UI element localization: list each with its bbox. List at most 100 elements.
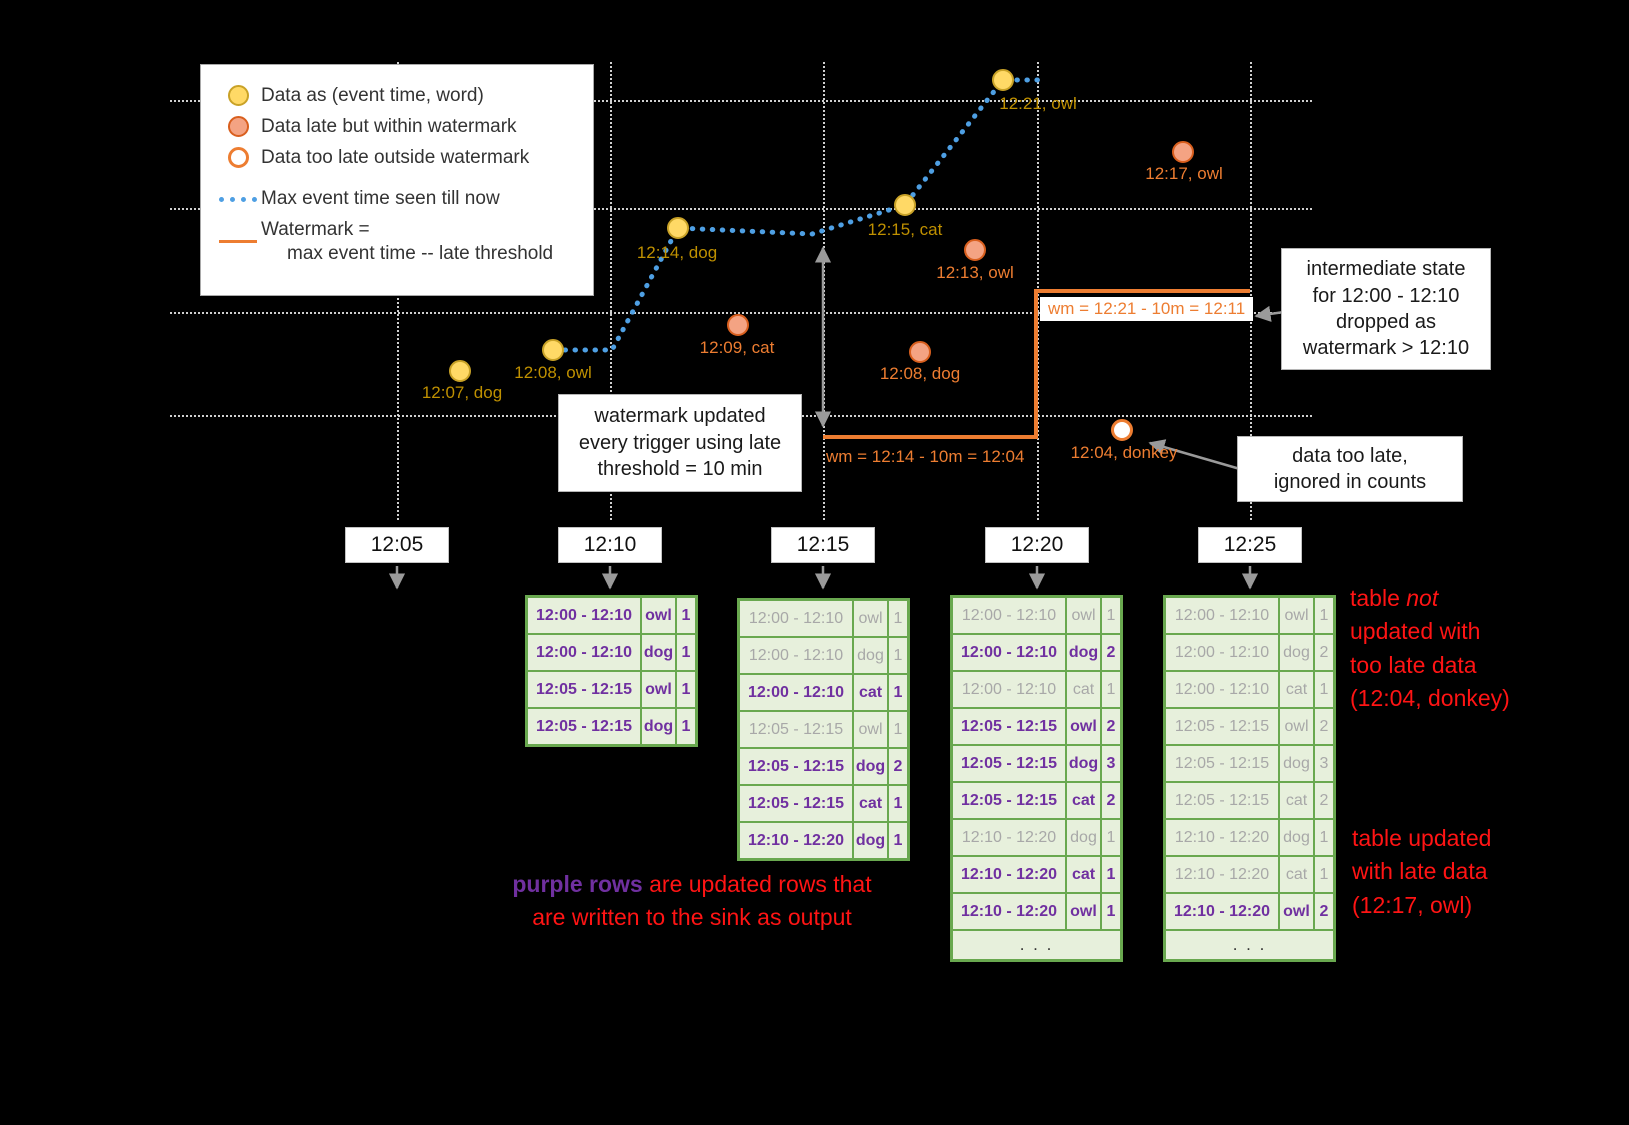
data-point-label: 12:04, donkey [1070,443,1178,462]
on-time-dot-icon [227,85,249,107]
data-point-label: 12:08, owl [514,363,592,382]
cell-count: 1 [889,823,907,858]
cell-count: 1 [1315,820,1333,855]
cell-window: 12:00 - 12:10 [740,638,852,673]
cell-window: 12:10 - 12:20 [1166,820,1278,855]
cell-window: 12:00 - 12:10 [1166,672,1278,707]
note-text: table updated [1352,825,1492,851]
legend-item: Data late but within watermark [215,115,583,139]
cell-count: 1 [889,638,907,673]
legend-item: Data too late outside watermark [215,146,583,170]
legend-label-line2: max event time -- late threshold [287,242,554,264]
legend-label: Data late but within watermark [261,115,517,137]
data-point-label: 12:09, cat [699,338,775,357]
cell-word: owl [1280,709,1313,744]
updated-late-note: table updated with late data (12:17, owl… [1352,822,1491,922]
cell-window: 12:10 - 12:20 [953,894,1065,929]
cell-word: owl [1280,894,1313,929]
data-point-label: 12:08, dog [879,364,961,383]
cell-window: 12:00 - 12:10 [953,635,1065,670]
legend-label: Data too late outside watermark [261,146,530,168]
cell-window: 12:05 - 12:15 [1166,709,1278,744]
cell-window: 12:10 - 12:20 [953,820,1065,855]
too-late-dot-icon [227,146,249,168]
cell-window: 12:05 - 12:15 [528,709,640,744]
data-point-label: 12:17, owl [1145,164,1223,183]
purple-rows-line2: are written to the sink as output [532,904,852,931]
note-text: updated with [1350,618,1481,645]
cell-count: 1 [1102,857,1120,892]
cell-count: 2 [1315,894,1333,929]
gridline-horizontal [170,208,1312,210]
too-late-callout: data too late, ignored in counts [1237,436,1463,502]
cell-window: 12:00 - 12:10 [528,598,640,633]
cell-count: 1 [677,598,695,633]
cell-word: cat [1280,672,1313,707]
cell-window: 12:05 - 12:15 [953,709,1065,744]
data-point-label: 12:21, owl [999,94,1077,113]
legend-label: Watermark = [261,219,370,240]
note-text: table [1350,585,1407,611]
cell-word: owl [1067,598,1100,633]
dropped-state-callout: intermediate state for 12:00 - 12:10 dro… [1281,248,1491,370]
cell-count: 1 [1102,672,1120,707]
late-dot-icon [227,116,249,138]
cell-count: 1 [1102,598,1120,633]
callout-line: threshold = 10 min [597,458,763,481]
cell-window: 12:00 - 12:10 [528,635,640,670]
data-point-late [964,239,986,261]
purple-rows-note: purple rows are updated rows that are wr… [472,868,912,935]
cell-window: 12:05 - 12:15 [740,712,852,747]
time-tick-1210: 12:10 [558,527,662,563]
note-text: too late data [1350,651,1477,678]
cell-word: dog [1067,635,1100,670]
data-point-too-late [1111,419,1133,441]
cell-count: 2 [1315,635,1333,670]
legend-item: Data as (event time, word) [215,84,583,108]
cell-word: dog [854,823,887,858]
cell-word: dog [1280,820,1313,855]
cell-word: cat [1280,857,1313,892]
gridline-vertical [1250,62,1252,520]
data-point-late [727,314,749,336]
cell-word: dog [642,709,675,744]
cell-count: 2 [1102,783,1120,818]
data-point-on-time [449,360,471,382]
data-point-on-time [992,69,1014,91]
callout-line: ignored in counts [1273,471,1427,493]
cell-window: 12:05 - 12:15 [1166,746,1278,781]
gridline-horizontal [170,100,1312,102]
cell-count: 3 [1315,746,1333,781]
cell-count: 1 [889,712,907,747]
data-point-late [909,341,931,363]
cell-count: 2 [1102,635,1120,670]
callout-line: intermediate state [1306,258,1466,281]
callout-line: for 12:00 - 12:10 [1312,284,1460,307]
cell-count: 1 [677,635,695,670]
note-text: (12:17, owl) [1352,891,1473,918]
table-ellipsis-row: . . . [953,931,1120,959]
cell-word: owl [642,672,675,707]
data-point-label: 12:14, dog [636,243,718,262]
cell-count: 3 [1102,746,1120,781]
legend: Data as (event time, word) Data late but… [200,64,594,296]
data-point-label: 12:13, owl [936,263,1014,282]
